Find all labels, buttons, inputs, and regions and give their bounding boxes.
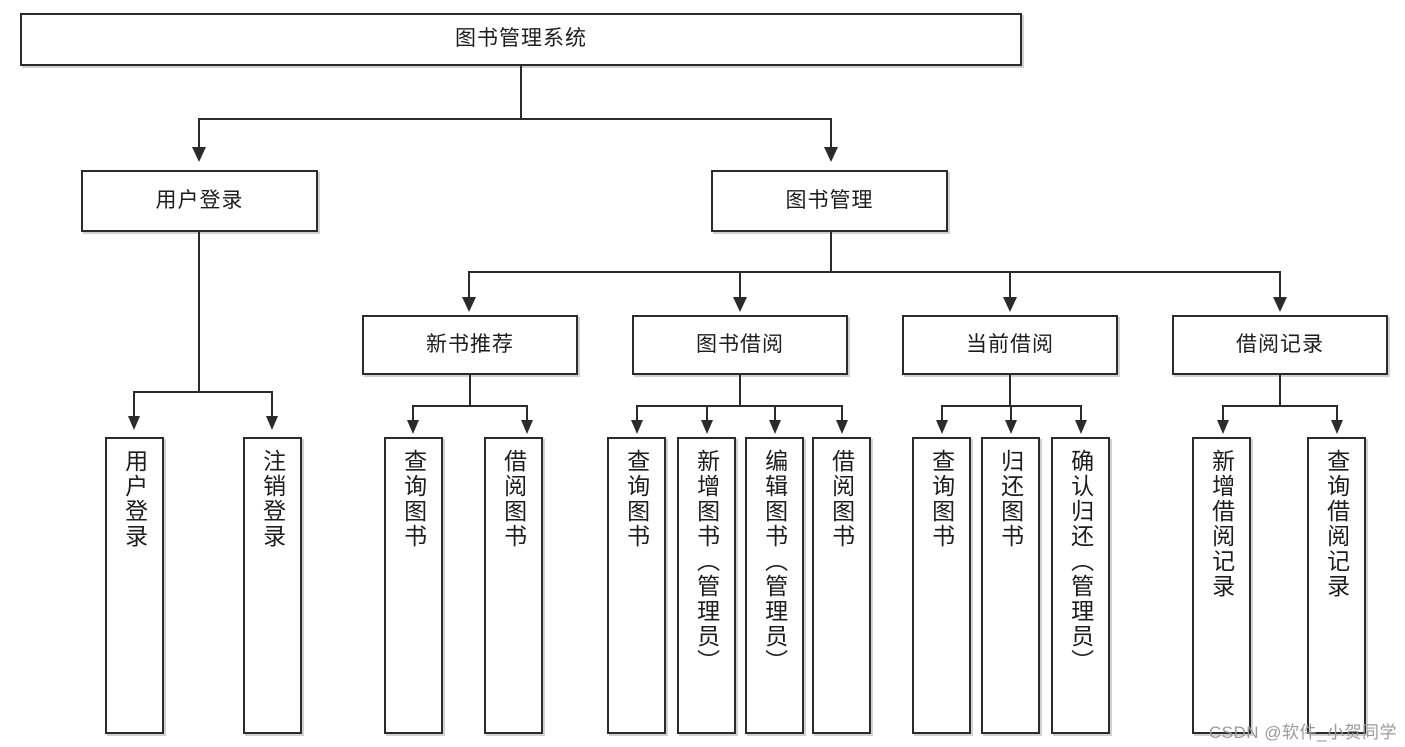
connector-new-book-stem [469,375,471,406]
node-label: 查询图书 [400,449,427,549]
leaf-new-book-query[interactable]: 查询图书 [384,437,443,734]
leaf-current-borrow-return[interactable]: 归还图书 [981,437,1040,734]
connector-current-borrow-stem [1009,375,1011,406]
connector-borrow-record-bus [1222,405,1337,407]
leaf-book-borrow-add[interactable]: 新增图书（管理员） [677,437,736,734]
connector-borrow-record-stem [1279,375,1281,406]
node-label: 借阅图书 [500,449,527,549]
connector-book-borrow-child-2 [706,405,708,421]
node-new-book-recommend[interactable]: 新书推荐 [362,315,578,375]
leaf-borrow-record-add[interactable]: 新增借阅记录 [1192,437,1251,734]
csdn-watermark: CSDN @软件_小贺同学 [1208,723,1397,742]
arrowhead-book-borrow-child-1 [631,420,643,434]
connector-to-new-book [468,271,470,298]
connector-borrow-record-child-2 [1336,405,1338,421]
connector-borrow-record-child-1 [1222,405,1224,421]
arrowhead-to-book-manage [824,147,838,162]
connector-current-borrow-child-3 [1080,405,1082,421]
connector-book-borrow-child-3 [774,405,776,421]
node-user-login[interactable]: 用户登录 [81,170,318,232]
node-label: 新书推荐 [426,332,514,356]
node-label: 当前借阅 [966,332,1054,356]
connector-book-borrow-bus [636,405,842,407]
connector-user-login-child-2 [271,391,273,417]
leaf-new-book-borrow[interactable]: 借阅图书 [484,437,543,734]
node-label: 图书借阅 [696,332,784,356]
connector-to-borrow-record [1279,271,1281,298]
leaf-user-login-logout[interactable]: 注销登录 [243,437,302,734]
arrowhead-book-borrow-child-2 [701,420,713,434]
arrowhead-book-borrow-child-4 [836,420,848,434]
arrowhead-to-new-book [462,297,476,312]
connector-user-login-stem [198,232,200,392]
connector-current-borrow-child-2 [1010,405,1012,421]
leaf-current-borrow-confirm-return[interactable]: 确认归还（管理员） [1051,437,1110,734]
node-label: 新增借阅记录 [1208,449,1235,599]
arrowhead-book-borrow-child-3 [769,420,781,434]
connector-user-login-bus [133,391,271,393]
connector-to-book-borrow [739,271,741,298]
arrowhead-current-borrow-child-1 [936,420,948,434]
connector-to-user-login [198,118,200,148]
node-label: 查询图书 [928,449,955,549]
arrowhead-current-borrow-child-3 [1075,420,1087,434]
connector-book-manage-stem [830,232,832,272]
node-label: 注销登录 [259,449,286,549]
connector-new-book-bus [412,405,527,407]
arrowhead-to-current-borrow [1003,297,1017,312]
node-label: 查询借阅记录 [1323,449,1350,599]
arrowhead-to-user-login [192,147,206,162]
connector-book-borrow-child-1 [636,405,638,421]
leaf-user-login-login[interactable]: 用户登录 [105,437,164,734]
arrowhead-user-login-child-2 [266,416,278,430]
node-label: 借阅记录 [1236,332,1324,356]
connector-book-manage-bus [468,271,1280,273]
node-label: 用户登录 [121,449,148,549]
node-label: 新增图书（管理员） [693,449,720,674]
connector-root-stem [520,66,522,119]
arrowhead-new-book-child-1 [407,420,419,434]
leaf-book-borrow-edit[interactable]: 编辑图书（管理员） [745,437,804,734]
node-label: 图书管理系统 [455,27,587,51]
leaf-current-borrow-query[interactable]: 查询图书 [912,437,971,734]
arrowhead-to-borrow-record [1273,297,1287,312]
arrowhead-borrow-record-child-2 [1331,420,1343,434]
node-label: 归还图书 [997,449,1024,549]
leaf-book-borrow-query[interactable]: 查询图书 [607,437,666,734]
connector-book-borrow-child-4 [841,405,843,421]
leaf-borrow-record-query[interactable]: 查询借阅记录 [1307,437,1366,734]
connector-root-bus [198,118,832,120]
node-root-system[interactable]: 图书管理系统 [20,13,1022,66]
node-borrow-record[interactable]: 借阅记录 [1172,315,1388,375]
node-label: 图书管理 [785,188,874,212]
node-label: 借阅图书 [828,449,855,549]
connector-book-borrow-stem [739,375,741,406]
arrowhead-to-book-borrow [733,297,747,312]
node-book-borrow[interactable]: 图书借阅 [632,315,848,375]
node-label: 编辑图书（管理员） [761,449,788,674]
node-book-manage[interactable]: 图书管理 [711,170,948,232]
connector-new-book-child-2 [526,405,528,421]
node-label: 确认归还（管理员） [1067,449,1094,674]
node-current-borrow[interactable]: 当前借阅 [902,315,1118,375]
connector-to-current-borrow [1009,271,1011,298]
node-label: 查询图书 [623,449,650,549]
connector-new-book-child-1 [412,405,414,421]
arrowhead-new-book-child-2 [521,420,533,434]
arrowhead-borrow-record-child-1 [1217,420,1229,434]
arrowhead-current-borrow-child-2 [1005,420,1017,434]
connector-to-book-manage [830,118,832,148]
connector-current-borrow-child-1 [941,405,943,421]
leaf-book-borrow-borrow[interactable]: 借阅图书 [812,437,871,734]
connector-user-login-child-1 [133,391,135,417]
arrowhead-user-login-child-1 [128,416,140,430]
node-label: 用户登录 [155,188,244,212]
